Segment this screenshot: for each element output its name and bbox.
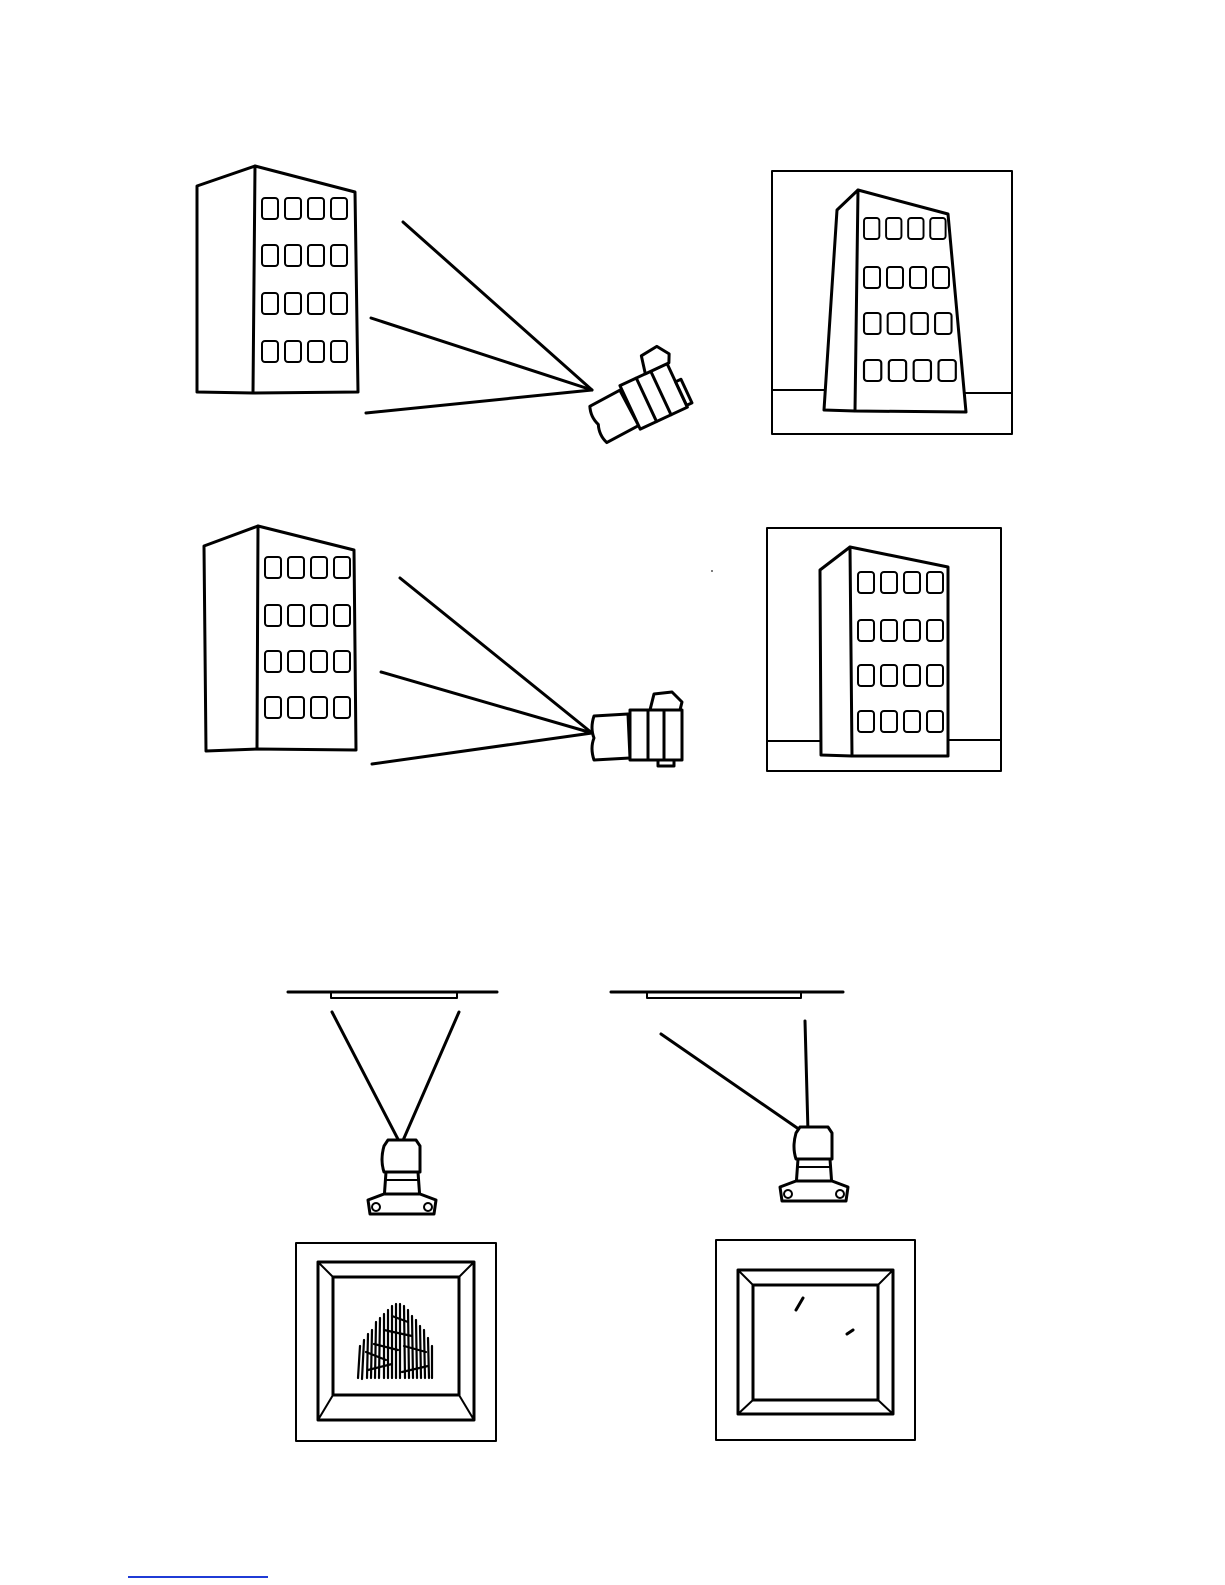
camera-icon	[577, 343, 693, 445]
link-underline[interactable]	[128, 1576, 268, 1578]
wall-with-picture	[288, 992, 497, 998]
speck	[711, 570, 713, 572]
building-icon	[204, 526, 356, 751]
camera-icon	[780, 1127, 848, 1201]
view-lines	[366, 222, 592, 413]
result-photo-parallel	[767, 528, 1001, 771]
view-lines	[372, 578, 592, 764]
picture-content	[358, 1304, 432, 1379]
photo-of-framed-picture	[716, 1240, 915, 1440]
view-lines	[332, 1012, 459, 1145]
glare-mark	[796, 1298, 803, 1310]
result-photo-converging	[772, 171, 1012, 434]
camera-icon	[368, 1140, 436, 1214]
camera-icon	[592, 692, 682, 766]
wall-with-picture	[611, 992, 843, 998]
photo-of-framed-picture	[296, 1243, 496, 1441]
building-icon	[197, 166, 358, 393]
scene-tilted-camera	[197, 166, 1012, 445]
scene-level-camera	[204, 526, 1001, 771]
scene-offset-frame	[611, 992, 915, 1440]
scene-centered-frame	[288, 992, 497, 1441]
view-lines	[661, 1021, 808, 1132]
glare-mark	[847, 1330, 853, 1334]
